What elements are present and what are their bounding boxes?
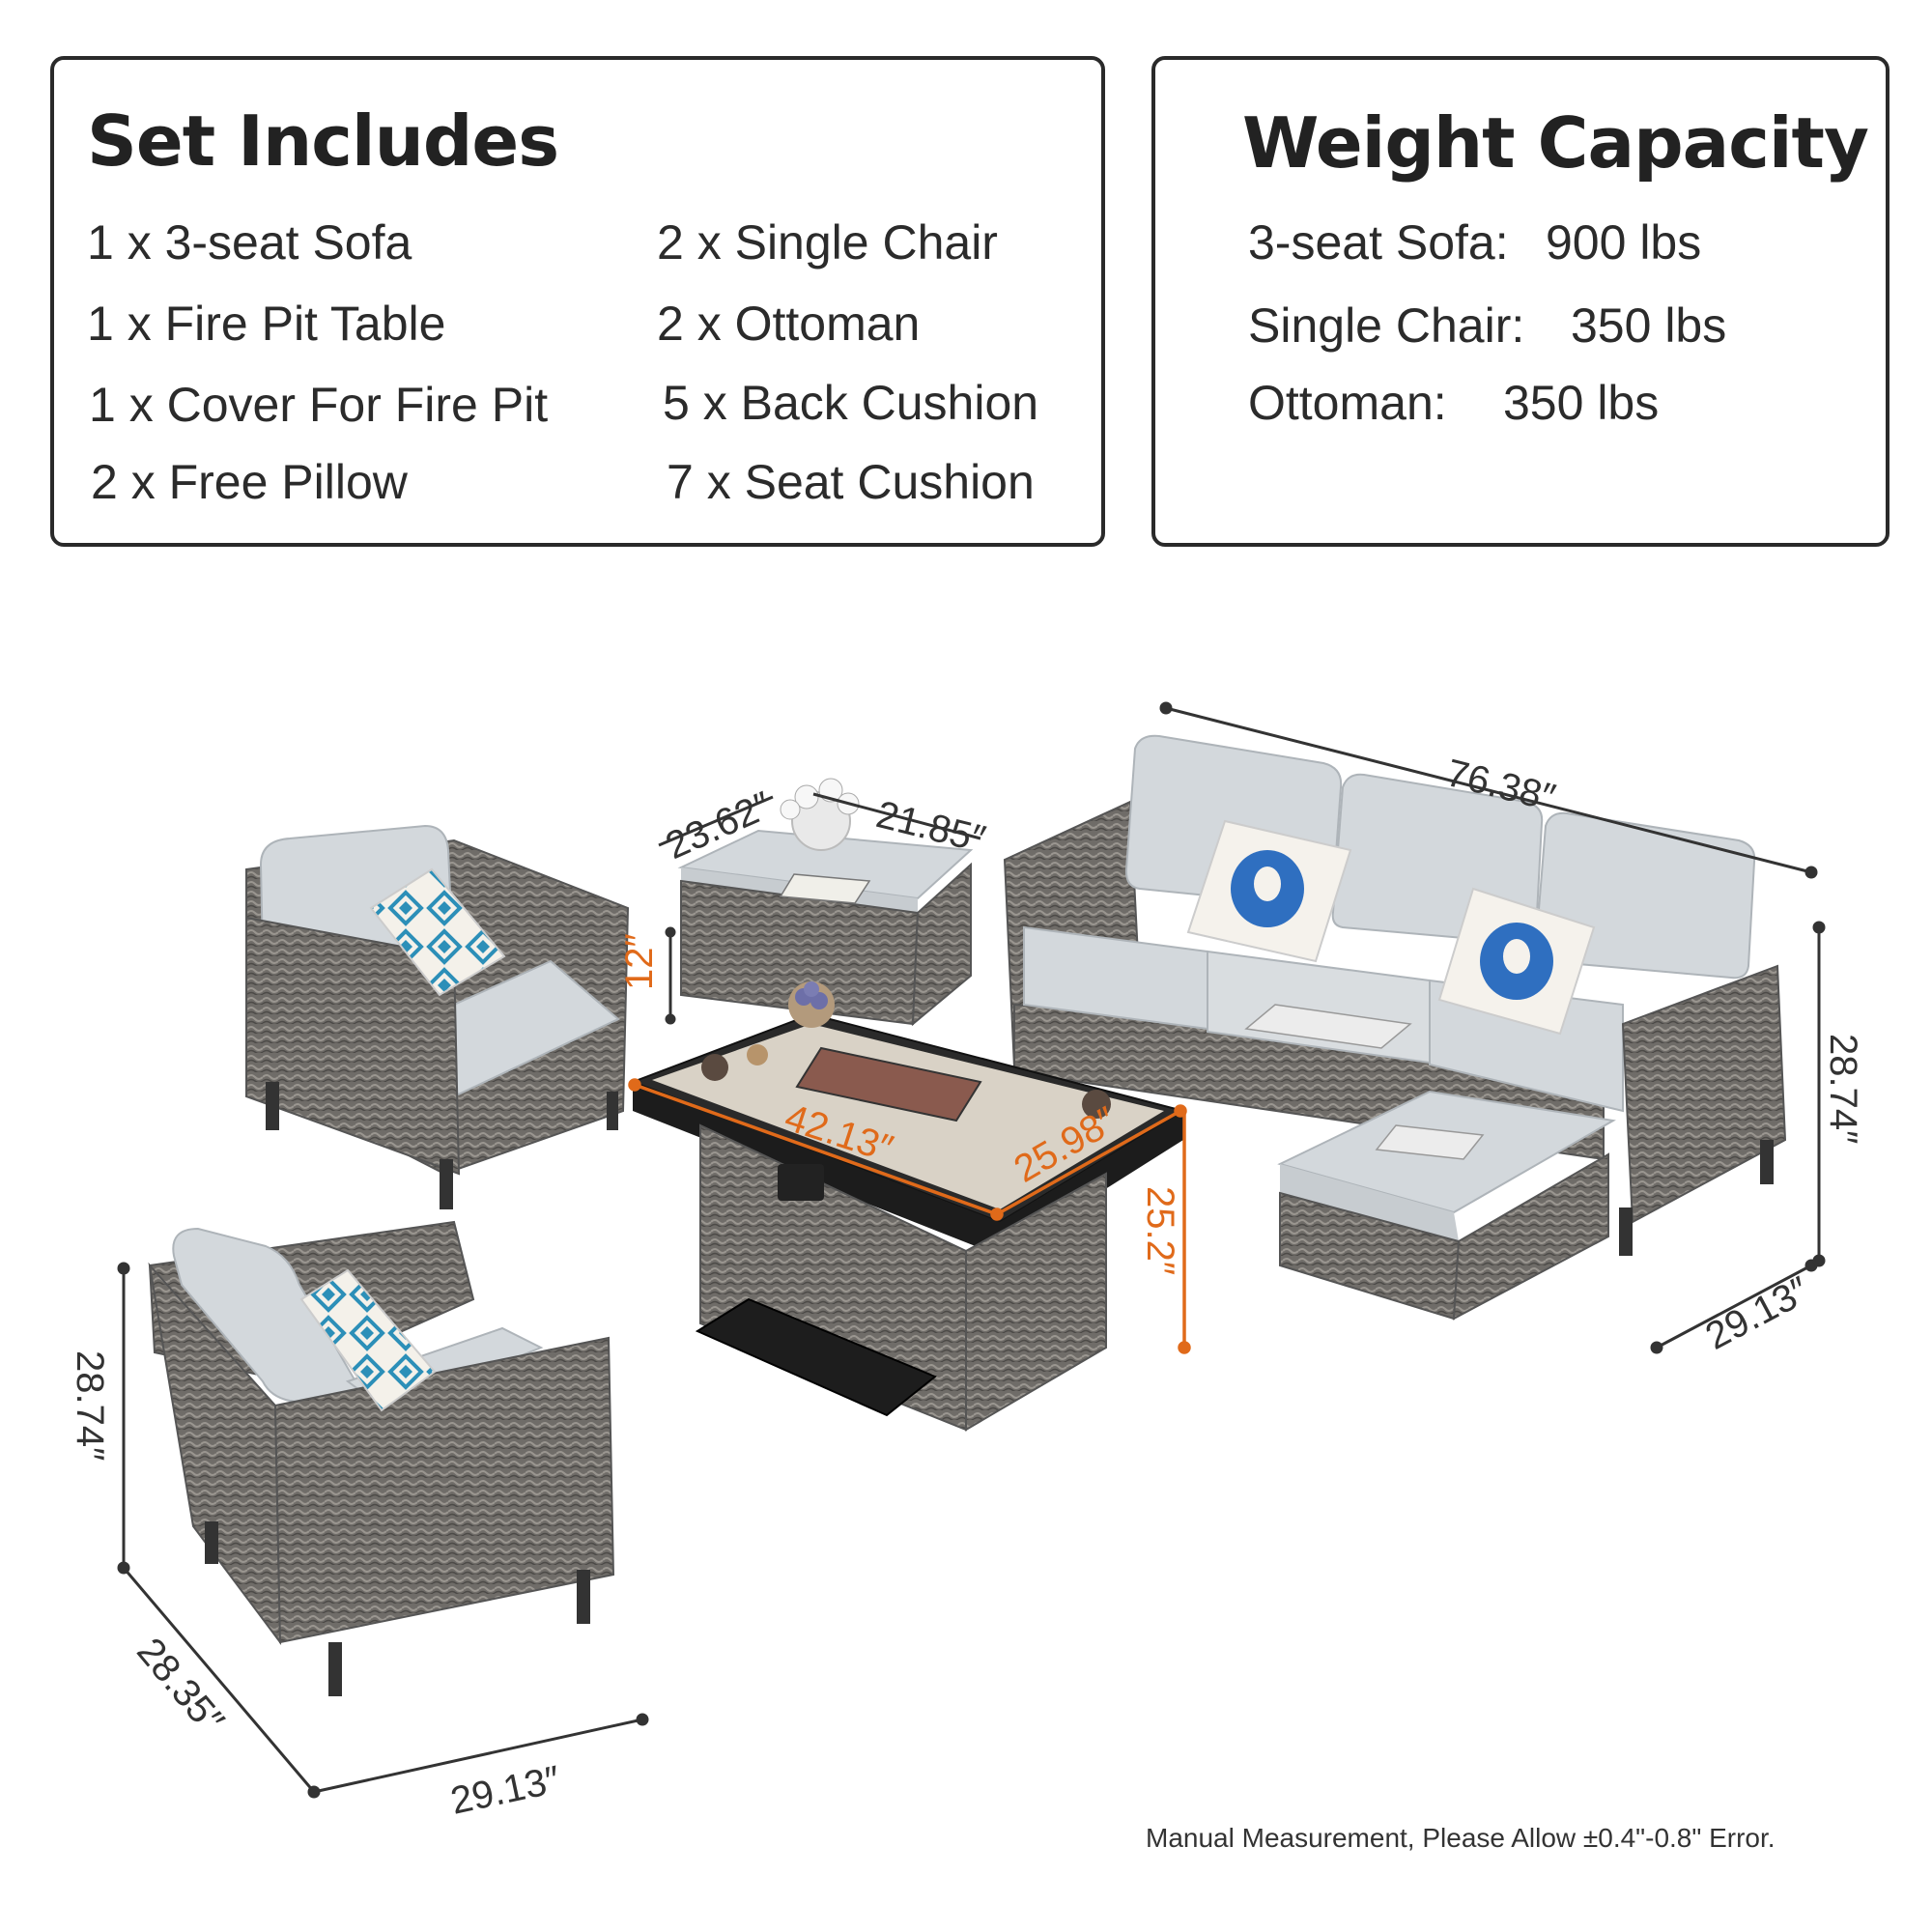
sofa bbox=[1003, 734, 1787, 1256]
weight-label: Ottoman: bbox=[1248, 376, 1447, 430]
weight-label: 3-seat Sofa: bbox=[1248, 215, 1509, 270]
pillow-chair-back bbox=[369, 867, 506, 997]
ottoman-right bbox=[1277, 1090, 1616, 1321]
pillow-sofa-left bbox=[1186, 819, 1352, 963]
measurement-note: Manual Measurement, Please Allow ±0.4"-0… bbox=[1146, 1823, 1776, 1853]
set-item: 2 x Free Pillow bbox=[91, 455, 408, 509]
set-item: 2 x Ottoman bbox=[657, 297, 921, 351]
dim-ottoman-height: 12″ bbox=[618, 933, 661, 990]
set-item: 7 x Seat Cushion bbox=[667, 455, 1035, 509]
pillow-chair-front bbox=[299, 1268, 437, 1412]
ottoman-back bbox=[677, 778, 974, 1027]
fire-pit-table bbox=[630, 981, 1186, 1432]
set-includes-title: Set Includes bbox=[87, 100, 559, 182]
fire-pit-cover bbox=[695, 1297, 937, 1417]
dim-chair-depth: 28.35″ bbox=[128, 1631, 232, 1743]
dim-table-height: 25.2″ bbox=[1139, 1186, 1181, 1275]
weight-value: 350 lbs bbox=[1571, 298, 1727, 353]
dim-sofa-depth: 29.13″ bbox=[1699, 1268, 1817, 1357]
pillow-sofa-right bbox=[1437, 887, 1596, 1036]
weight-capacity-box: Weight Capacity 3-seat Sofa: 900 lbs Sin… bbox=[1151, 56, 1889, 547]
dimension-lines bbox=[117, 701, 1826, 1799]
set-item: 1 x 3-seat Sofa bbox=[87, 215, 412, 270]
dim-chair-width: 29.13″ bbox=[447, 1758, 564, 1823]
set-includes-box: Set Includes 1 x 3-seat Sofa 1 x Fire Pi… bbox=[50, 56, 1105, 547]
fire-pit-burner bbox=[795, 1046, 982, 1122]
dimension-lines-orange bbox=[628, 1078, 1191, 1354]
set-item: 1 x Fire Pit Table bbox=[87, 297, 446, 351]
set-item: 2 x Single Chair bbox=[657, 215, 998, 270]
dim-chair-height: 28.74″ bbox=[69, 1350, 111, 1461]
set-item: 5 x Back Cushion bbox=[663, 376, 1039, 430]
weight-label: Single Chair: bbox=[1248, 298, 1525, 353]
weight-value: 350 lbs bbox=[1503, 376, 1660, 430]
weight-value: 900 lbs bbox=[1546, 215, 1702, 270]
chair-back bbox=[245, 824, 630, 1209]
fire-pit-control-panel bbox=[778, 1164, 824, 1201]
dim-sofa-height: 28.74″ bbox=[1822, 1034, 1864, 1144]
furniture-scene: 76.38″ 28.74″ 29.13″ 23.62″ 21.85″ 12″ 4… bbox=[69, 701, 1864, 1823]
set-item: 1 x Cover For Fire Pit bbox=[89, 378, 549, 432]
chair-front bbox=[148, 1220, 615, 1696]
weight-capacity-title: Weight Capacity bbox=[1242, 102, 1869, 184]
